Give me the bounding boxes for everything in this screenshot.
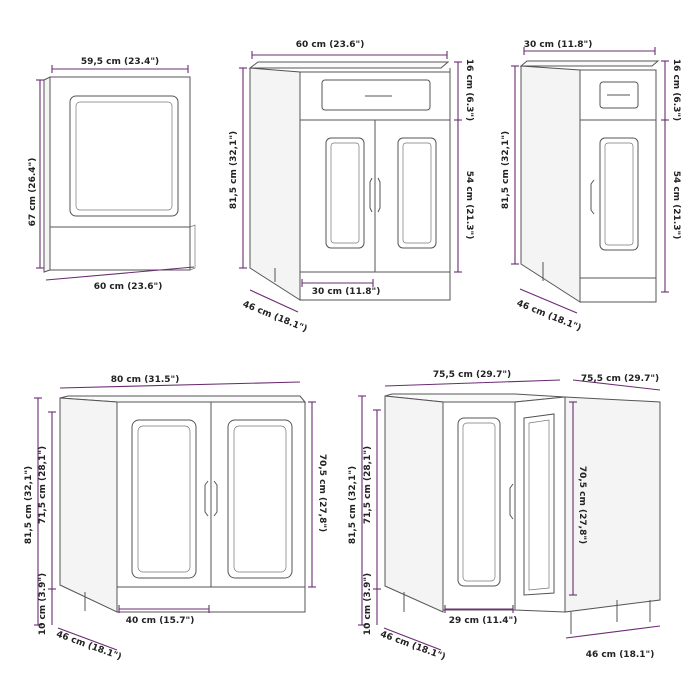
label-oven-height: 67 cm (26.4") <box>28 158 38 227</box>
label-sink-plinth-height: 10 cm (3.9") <box>38 573 48 635</box>
door-panel <box>599 137 639 251</box>
cabinet-oven-front: 59,5 cm (23.4") 67 cm (26.4") 60 cm (23.… <box>28 57 196 292</box>
dim-line-depth <box>249 289 299 313</box>
right-door-handle <box>213 480 218 517</box>
label-sink-door-height: 70,5 cm (27,8") <box>317 454 327 532</box>
left-door-handle <box>509 483 514 520</box>
dim-line-left-width <box>384 379 561 387</box>
label-sink-total-height: 81,5 cm (32,1") <box>24 466 34 544</box>
cabinet-drawer-base-60: 60 cm (23.6") 81,5 cm (32,1") 16 cm (6.3… <box>229 40 474 335</box>
left-door-panel <box>325 137 365 249</box>
front-panel-plinth <box>49 226 191 271</box>
label-oven-bottom-width: 60 cm (23.6") <box>94 282 163 292</box>
label-sink-width: 80 cm (31.5") <box>111 375 180 385</box>
right-door-handle <box>377 177 381 213</box>
dim-line-depth <box>57 627 118 651</box>
raised-panel-outer <box>69 95 179 217</box>
label-drawer30-door-height: 54 cm (21.3") <box>671 171 681 240</box>
label-corner-right-depth: 46 cm (18.1") <box>586 650 655 660</box>
dim-line-width <box>59 381 301 389</box>
label-drawer30-depth: 46 cm (18.1") <box>515 299 582 334</box>
label-drawer30-width: 30 cm (11.8") <box>524 40 593 50</box>
label-corner-body-height: 71,5 cm (28,1") <box>363 446 373 524</box>
cabinet-side <box>59 397 118 613</box>
label-corner-left-depth: 46 cm (18.1") <box>379 630 447 663</box>
left-door-handle <box>204 480 209 517</box>
label-drawer60-door-height: 54 cm (21.3") <box>464 171 474 240</box>
label-sink-door-width: 40 cm (15.7") <box>126 616 195 626</box>
label-oven-top-width: 59,5 cm (23.4") <box>81 57 159 67</box>
right-side <box>564 396 661 613</box>
label-corner-total-height: 81,5 cm (32,1") <box>348 466 358 544</box>
dim-line-right-depth <box>565 625 661 639</box>
label-drawer60-drawer-height: 16 cm (6.3") <box>464 59 474 121</box>
label-corner-plinth-height: 10 cm (3.9") <box>363 573 373 635</box>
left-side <box>384 395 444 613</box>
label-drawer60-width: 60 cm (23.6") <box>296 40 365 50</box>
right-door-panel <box>397 137 437 249</box>
dim-line-right-width <box>572 379 661 391</box>
worktop-surface <box>519 60 660 67</box>
label-corner-left-width: 75,5 cm (29.7") <box>433 370 511 380</box>
cabinet-drawer-base-30: 30 cm (11.8") 81,5 cm (32,1") 16 cm (6.3… <box>501 40 681 334</box>
left-door-panel <box>131 419 197 579</box>
cabinet-sink-base-80: 80 cm (31.5") 81,5 cm (32,1") 71,5 cm (2… <box>24 375 327 663</box>
label-drawer60-total-height: 81,5 cm (32,1") <box>229 131 239 209</box>
cabinet-side <box>520 65 581 303</box>
worktop-surface <box>248 61 450 69</box>
right-door-panel <box>227 419 293 579</box>
cabinet-side <box>249 67 301 301</box>
cabinet-corner-base: 75,5 cm (29.7") 75,5 cm (29.7") 81,5 cm … <box>348 370 661 663</box>
label-drawer60-depth: 46 cm (18.1") <box>241 300 308 335</box>
dim-line-depth <box>519 288 578 314</box>
label-corner-right-width: 75,5 cm (29.7") <box>581 374 659 384</box>
plinth-return <box>189 224 196 271</box>
label-drawer60-door-width: 30 cm (11.8") <box>312 287 381 297</box>
front-panel-side <box>43 76 51 273</box>
label-sink-depth: 46 cm (18.1") <box>55 630 123 663</box>
plinth <box>116 586 306 613</box>
plinth <box>299 271 451 301</box>
label-corner-door-height: 70,5 cm (27,8") <box>577 466 587 544</box>
label-corner-door-width: 29 cm (11.4") <box>449 616 518 626</box>
drawer-raised-panel <box>321 79 431 111</box>
label-drawer30-total-height: 81,5 cm (32,1") <box>501 131 511 209</box>
plinth <box>579 277 657 303</box>
label-drawer30-drawer-height: 16 cm (6.3") <box>671 59 681 121</box>
label-sink-body-height: 71,5 cm (28,1") <box>38 446 48 524</box>
dim-line-bottom-width <box>45 266 195 281</box>
right-door-panel <box>523 413 555 596</box>
dim-line-left-depth <box>383 627 442 651</box>
left-door-panel <box>457 417 501 587</box>
door-handle <box>590 179 595 215</box>
raised-panel-inner <box>75 101 173 211</box>
left-door-handle <box>369 177 373 213</box>
